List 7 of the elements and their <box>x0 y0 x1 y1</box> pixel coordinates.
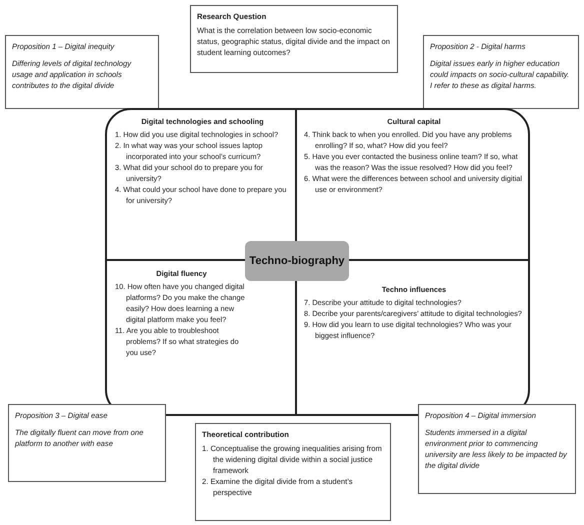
question-box <box>190 5 398 73</box>
contribution-box <box>195 423 391 521</box>
proposition-box <box>5 35 159 109</box>
central-label-box: Techno-biography <box>245 241 349 281</box>
proposition-box <box>418 404 576 494</box>
proposition-box <box>423 35 579 109</box>
proposition-box <box>8 404 166 482</box>
